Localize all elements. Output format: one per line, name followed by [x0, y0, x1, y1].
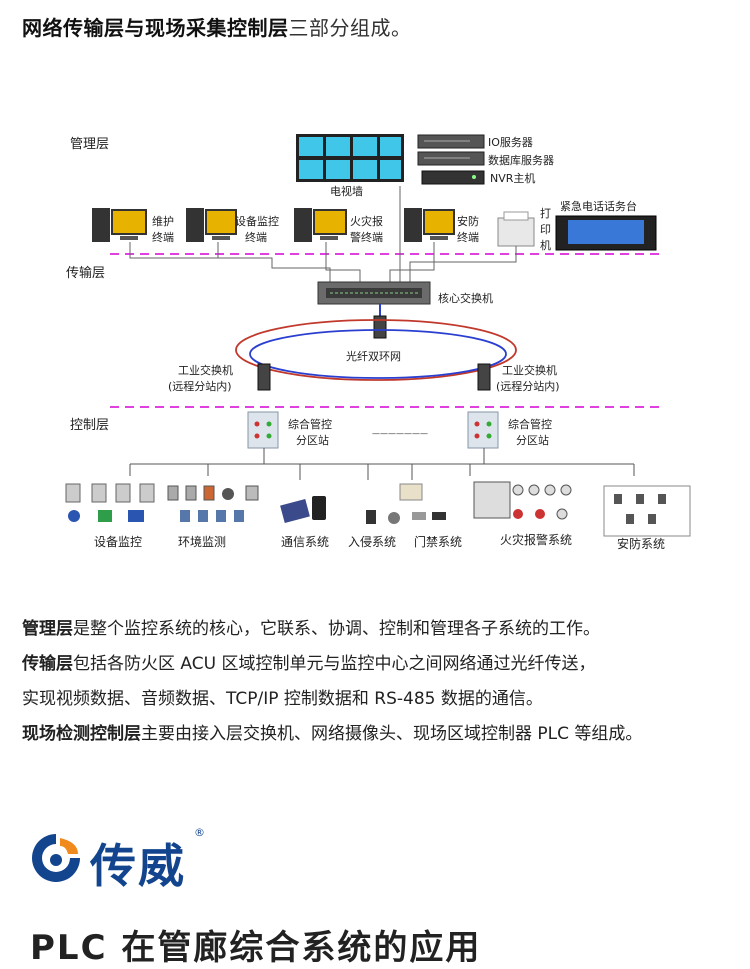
industrial-switch-right-label-2: (远程分站内): [496, 379, 560, 393]
terminal-connections: [129, 186, 517, 282]
industrial-switch-left-icon: [257, 363, 271, 391]
description-block: 管理层是整个监控系统的核心，它联系、协调、控制和管理各子系统的工作。 传输层包括…: [22, 612, 642, 752]
security-devices: [603, 485, 691, 537]
desc-bold-1: 管理层: [22, 619, 73, 639]
brand-name: 传威: [90, 839, 186, 893]
database-server-icon: [417, 151, 485, 166]
section-title: PLC 在管廊综合系统的应用: [30, 928, 482, 968]
io-server-icon: [417, 134, 485, 149]
access-control-devices: [399, 483, 446, 520]
terminal-label-3b: 警终端: [350, 230, 383, 244]
subsystem-label-intrusion: 入侵系统: [348, 534, 396, 549]
industrial-switch-right-icon: [477, 363, 491, 391]
registered-mark: ®: [194, 826, 205, 839]
maintenance-terminal-icon: [92, 208, 147, 242]
terminal-label-4b: 终端: [457, 230, 479, 244]
io-server-label: IO服务器: [488, 136, 533, 149]
layer-label-transmission: 传输层: [66, 265, 105, 281]
substation-left-label-2: 分区站: [296, 433, 329, 447]
desc-bold-2: 传输层: [22, 654, 73, 674]
core-switch-icon: [317, 281, 431, 305]
desc-rest-1: 是整个监控系统的核心，它联系、协调、控制和管理各子系统的工作。: [73, 619, 600, 639]
intro-bold: 网络传输层与现场采集控制层: [22, 16, 289, 40]
description-line-2: 传输层包括各防火区 ACU 区域控制单元与监控中心之间网络通过光纤传送，: [22, 647, 642, 682]
desc-rest-4: 主要由接入层交换机、网络摄像头、现场区域控制器 PLC 等组成。: [141, 724, 643, 744]
fiber-ring-red: [235, 319, 517, 381]
system-architecture-diagram: 管理层 传输层 控制层 电视墙 IO服务器 数据库服务器 NVR主机 维护 终端: [65, 134, 691, 551]
distribution-bus: [129, 448, 635, 480]
printer-label-1: 打: [540, 206, 551, 220]
subsystem-label-security: 安防系统: [617, 536, 665, 551]
layer-label-management: 管理层: [70, 137, 109, 152]
substation-right-label-1: 综合管控: [508, 417, 552, 431]
fiber-ring-label: 光纤双环网: [346, 349, 401, 363]
description-line-1: 管理层是整个监控系统的核心，它联系、协调、控制和管理各子系统的工作。: [22, 612, 642, 647]
substation-separator-dashes: ———————: [372, 429, 428, 438]
security-terminal-icon: [404, 208, 455, 242]
fire-alarm-devices: [473, 481, 572, 520]
desc-rest-3: 实现视频数据、音频数据、TCP/IP 控制数据和 RS-485 数据的通信。: [22, 689, 543, 709]
terminal-label-3a: 火灾报: [350, 214, 383, 228]
industrial-switch-left-label-1: 工业交换机: [178, 363, 233, 377]
intro-line: 网络传输层与现场采集控制层三部分组成。: [22, 12, 412, 41]
description-line-4: 现场检测控制层主要由接入层交换机、网络摄像头、现场区域控制器 PLC 等组成。: [22, 717, 642, 752]
terminal-label-1a: 维护: [152, 214, 174, 228]
nvr-icon: [421, 170, 485, 185]
equipment-monitoring-devices: [65, 483, 155, 522]
video-wall-icon: [296, 134, 404, 182]
database-server-label: 数据库服务器: [488, 153, 554, 167]
substation-right-label-2: 分区站: [516, 433, 549, 447]
brand-mark-icon: [32, 834, 80, 882]
emergency-desk-icon: [555, 215, 657, 251]
communication-devices: [280, 496, 326, 524]
equipment-terminal-icon: [186, 208, 237, 242]
video-wall-label: 电视墙: [330, 184, 363, 198]
ring-node-switch-icon: [373, 315, 387, 339]
core-switch-label: 核心交换机: [438, 291, 493, 305]
printer-icon: [497, 211, 535, 247]
fire-alarm-terminal-icon: [294, 208, 347, 242]
substation-left-icon: [247, 411, 279, 449]
industrial-switch-left-label-2: (远程分站内): [168, 379, 232, 393]
subsystem-label-access: 门禁系统: [414, 534, 462, 549]
printer-label-3: 机: [540, 238, 551, 252]
industrial-switch-right-label-1: 工业交换机: [502, 363, 557, 377]
nvr-label: NVR主机: [490, 171, 535, 185]
terminal-label-2a: 设备监控: [235, 214, 279, 228]
desc-rest-2: 包括各防火区 ACU 区域控制单元与监控中心之间网络通过光纤传送，: [73, 654, 596, 674]
brand-logo: 传威 ®: [26, 826, 226, 896]
printer-label-2: 印: [540, 223, 551, 236]
subsystem-label-fire-alarm: 火灾报警系统: [500, 532, 572, 547]
description-line-3: 实现视频数据、音频数据、TCP/IP 控制数据和 RS-485 数据的通信。: [22, 682, 642, 717]
terminal-label-1b: 终端: [152, 230, 174, 244]
substation-right-icon: [467, 411, 499, 449]
layer-label-control: 控制层: [70, 418, 109, 433]
intro-rest: 三部分组成。: [288, 16, 412, 40]
terminal-label-2b: 终端: [245, 230, 267, 244]
desc-bold-4: 现场检测控制层: [22, 724, 141, 744]
subsystem-label-communication: 通信系统: [281, 535, 329, 549]
intrusion-devices: [366, 510, 400, 524]
emergency-desk-label: 紧急电话话务台: [560, 199, 637, 213]
subsystem-label-environment: 环境监测: [178, 534, 226, 549]
terminal-label-4a: 安防: [457, 214, 479, 228]
environment-monitoring-devices: [167, 485, 259, 522]
fiber-ring-blue: [249, 329, 507, 379]
substation-left-label-1: 综合管控: [288, 417, 332, 431]
subsystem-label-equipment: 设备监控: [94, 535, 142, 549]
